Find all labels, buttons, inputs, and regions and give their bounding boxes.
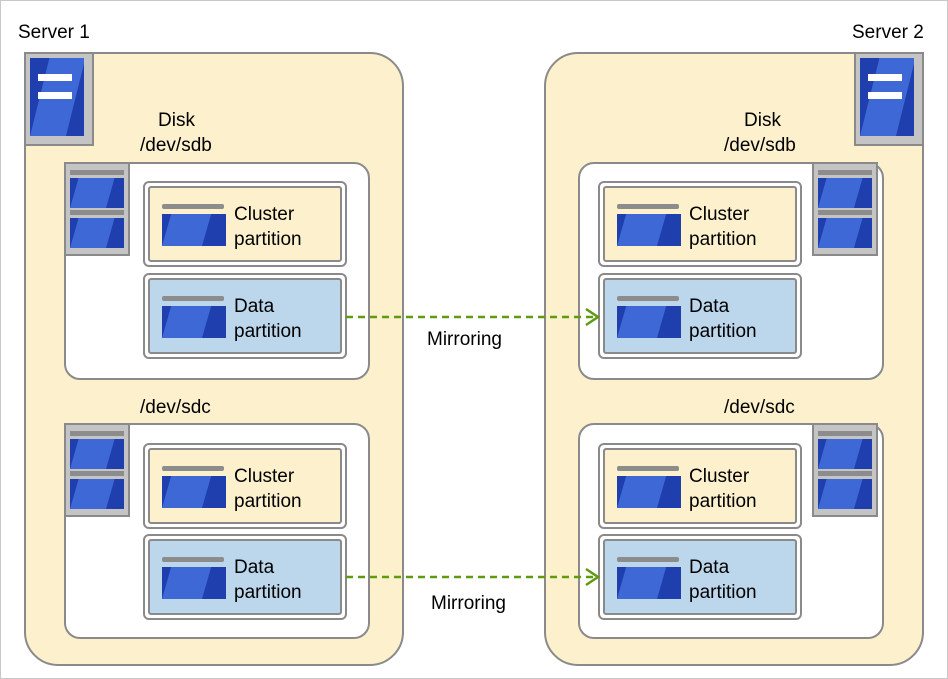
mirroring-label-sdb: Mirroring xyxy=(427,329,502,350)
partition-title: Data xyxy=(234,557,275,578)
partition-bar-icon xyxy=(617,466,679,471)
server-2-sdb-disk-icon xyxy=(812,162,878,256)
server-2-sdc-label: /dev/sdc xyxy=(724,397,795,418)
server-1-sdb-data-partition: Data partition xyxy=(143,273,347,359)
server-2-sdc-data-partition: Data partition xyxy=(598,534,802,620)
partition-bar-icon xyxy=(162,296,224,301)
partition-title: Cluster xyxy=(234,204,295,225)
server-1-label: Server 1 xyxy=(18,22,90,43)
partition-title: Data xyxy=(234,296,275,317)
server-2-label: Server 2 xyxy=(852,22,924,43)
partition-block-icon xyxy=(162,476,226,508)
server-1-sdb-label: /dev/sdb xyxy=(140,135,212,156)
partition-title: Data xyxy=(689,557,730,578)
server-2-sdb-label: /dev/sdb xyxy=(724,135,796,156)
partition-subtitle: partition xyxy=(234,491,302,512)
partition-block-icon xyxy=(617,476,681,508)
server-2-disk-caption: Disk xyxy=(744,110,781,131)
partition-bar-icon xyxy=(162,204,224,209)
partition-block-icon xyxy=(617,214,681,246)
partition-bar-icon xyxy=(617,204,679,209)
server-2-sdc-disk-icon xyxy=(812,423,878,517)
partition-bar-icon xyxy=(617,296,679,301)
partition-title: Cluster xyxy=(234,466,295,487)
partition-subtitle: partition xyxy=(234,229,302,250)
server-1-sdc-data-partition: Data partition xyxy=(143,534,347,620)
partition-title: Cluster xyxy=(689,204,750,225)
mirror-arrow-sdb xyxy=(346,307,601,327)
partition-subtitle: partition xyxy=(689,229,757,250)
server-2-sdc-cluster-partition: Cluster partition xyxy=(598,443,802,529)
partition-title: Cluster xyxy=(689,466,750,487)
server-2-sdb-cluster-partition: Cluster partition xyxy=(598,181,802,267)
partition-subtitle: partition xyxy=(234,582,302,603)
partition-bar-icon xyxy=(162,557,224,562)
server-1-sdc-disk-icon xyxy=(64,423,130,517)
partition-subtitle: partition xyxy=(689,491,757,512)
partition-block-icon xyxy=(162,214,226,246)
server-1-sdc-cluster-partition: Cluster partition xyxy=(143,443,347,529)
server-2-sdb-data-partition: Data partition xyxy=(598,273,802,359)
partition-block-icon xyxy=(162,306,226,338)
server-1-sdb-cluster-partition: Cluster partition xyxy=(143,181,347,267)
partition-title: Data xyxy=(689,296,730,317)
mirror-arrow-sdc xyxy=(346,567,601,587)
partition-subtitle: partition xyxy=(689,321,757,342)
server-1-sdb-disk-icon xyxy=(64,162,130,256)
partition-subtitle: partition xyxy=(234,321,302,342)
mirroring-label-sdc: Mirroring xyxy=(431,593,506,614)
partition-block-icon xyxy=(617,567,681,599)
server-1-disk-caption: Disk xyxy=(158,110,195,131)
partition-block-icon xyxy=(162,567,226,599)
server-1-sdc-label: /dev/sdc xyxy=(140,397,211,418)
partition-bar-icon xyxy=(162,466,224,471)
partition-bar-icon xyxy=(617,557,679,562)
server-2-icon xyxy=(854,52,924,146)
server-1-icon xyxy=(24,52,94,146)
partition-block-icon xyxy=(617,306,681,338)
partition-subtitle: partition xyxy=(689,582,757,603)
